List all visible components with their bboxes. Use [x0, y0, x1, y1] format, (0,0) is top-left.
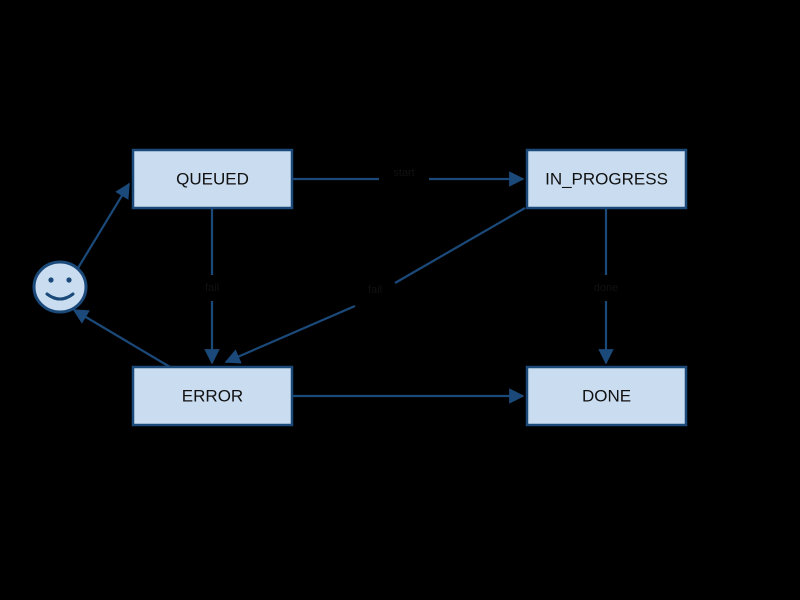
node-queued-label: QUEUED [176, 169, 249, 188]
node-in-progress[interactable]: IN_PROGRESS [525, 148, 688, 210]
start-node[interactable] [32, 260, 88, 314]
node-in-progress-box [525, 148, 688, 210]
edge-label-in-progress-to-done: done [594, 282, 618, 294]
node-queued-box [131, 148, 294, 210]
node-error-label: ERROR [182, 386, 243, 405]
node-queued[interactable]: QUEUED [131, 148, 294, 210]
smiley-eye-left-icon [48, 277, 54, 283]
smiley-eye-right-icon [66, 277, 72, 283]
edge-queued-to-error: fail [204, 208, 220, 365]
node-error[interactable]: ERROR [131, 365, 294, 427]
node-done-label: DONE [582, 386, 631, 405]
edge-label-queued-to-in-progress: start [393, 167, 414, 179]
edge-label-queued-to-error: fail [205, 282, 219, 294]
edge-in-progress-to-done: done [594, 208, 618, 365]
edge-label-in-progress-to-error: fail [368, 284, 382, 296]
smiley-face-icon [32, 260, 88, 314]
edge-queued-to-in-progress: start [292, 167, 525, 187]
edge-in-progress-to-error: fail [224, 207, 526, 364]
node-done[interactable]: DONE [525, 365, 688, 427]
smiley-mouth-icon [45, 292, 75, 301]
node-error-box [131, 365, 294, 427]
node-in-progress-label: IN_PROGRESS [545, 169, 668, 188]
node-done-box [525, 365, 688, 427]
edge-error-to-start [72, 309, 171, 368]
edge-start-to-queued [77, 182, 130, 269]
